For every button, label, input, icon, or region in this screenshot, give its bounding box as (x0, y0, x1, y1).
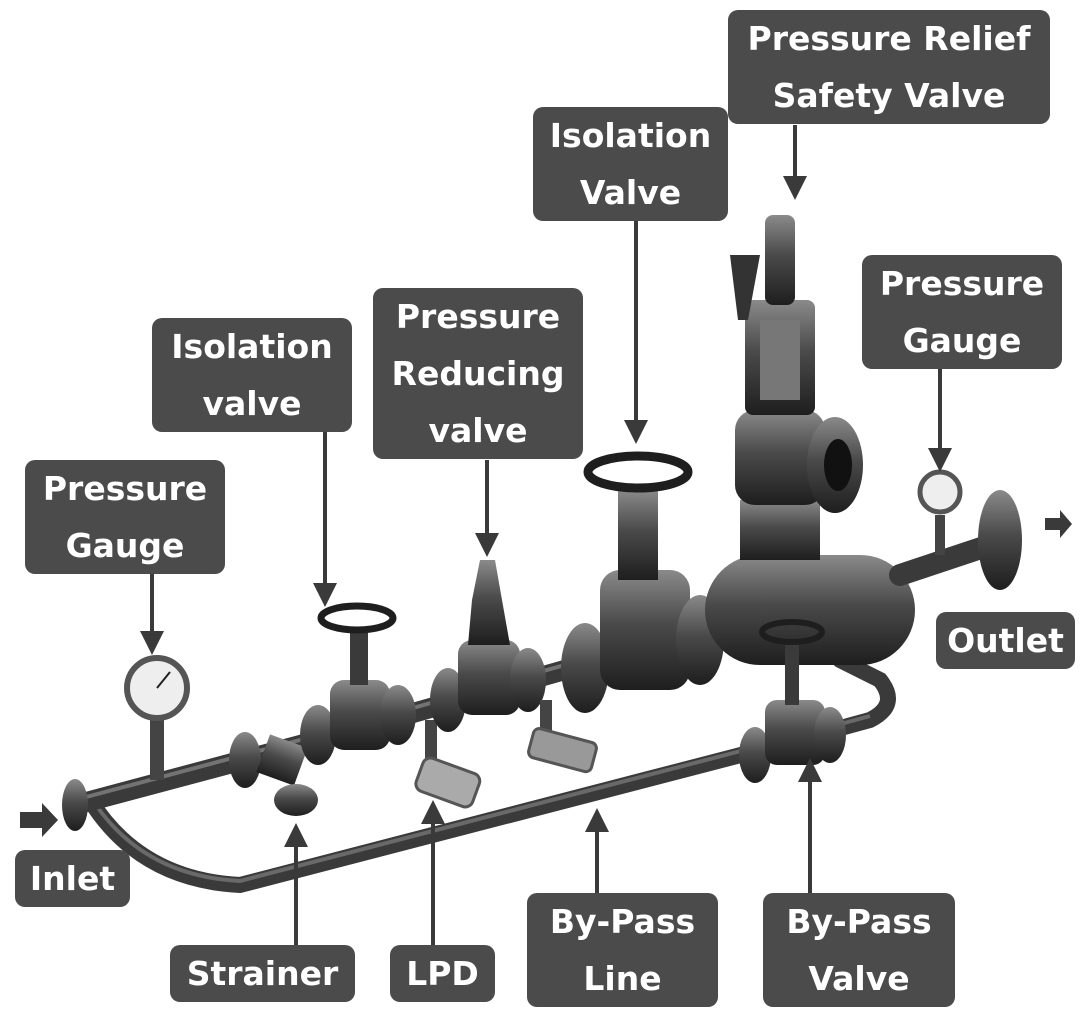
label-line: Safety Valve (772, 76, 1006, 115)
outlet-pipe (889, 534, 1001, 586)
strainer (229, 732, 318, 816)
drain-tee (527, 700, 598, 774)
label-line: Pressure (42, 469, 208, 508)
header-drum (705, 555, 915, 665)
label-line: Pressure (395, 297, 561, 336)
label-inlet: Inlet (15, 850, 130, 907)
label-line: valve (428, 411, 528, 450)
label-pressure-relief-safety-valve: Pressure Relief Safety Valve (728, 10, 1050, 124)
label-bypass-line: By-Pass Line (527, 893, 718, 1007)
outlet-flange (978, 490, 1022, 590)
isolation-valve-right (561, 451, 724, 713)
pressure-reducing-valve (430, 560, 546, 732)
label-isolation-valve-left: Isolation valve (152, 318, 352, 432)
bypass-line-pipe (82, 652, 896, 894)
label-pressure-gauge-right: Pressure Gauge (862, 255, 1062, 369)
label-line: valve (202, 384, 302, 423)
bypass-valve (739, 619, 846, 783)
inlet-flange (62, 779, 88, 831)
lpd-trap (414, 720, 482, 809)
inlet-arrow-icon (20, 803, 58, 837)
label-line: By-Pass (786, 902, 932, 941)
label-line: Line (583, 959, 662, 998)
label-line: Gauge (902, 321, 1022, 360)
label-line: Valve (808, 959, 910, 998)
label-outlet: Outlet (936, 612, 1075, 669)
label-line: Isolation (171, 327, 333, 366)
label-strainer: Strainer (170, 945, 355, 1002)
outlet-arrow-icon (1045, 510, 1072, 538)
pressure-relief-safety-valve (730, 215, 863, 560)
label-pressure-reducing-valve: Pressure Reducing valve (373, 288, 583, 459)
label-line: Pressure Relief (747, 19, 1031, 58)
isolation-valve-left (300, 602, 416, 765)
label-lpd: LPD (390, 945, 495, 1002)
label-line: Pressure (879, 264, 1045, 303)
label-bypass-valve: By-Pass Valve (763, 893, 955, 1007)
label-line: Valve (579, 173, 682, 212)
label-line: Reducing (391, 354, 565, 393)
pressure-gauge-right (917, 469, 963, 515)
label-pressure-gauge-left: Pressure Gauge (25, 460, 225, 574)
label-line: By-Pass (549, 902, 696, 941)
label-isolation-valve-right: Isolation Valve (533, 107, 728, 221)
label-line: Isolation (549, 116, 712, 155)
label-line: Gauge (65, 526, 185, 565)
